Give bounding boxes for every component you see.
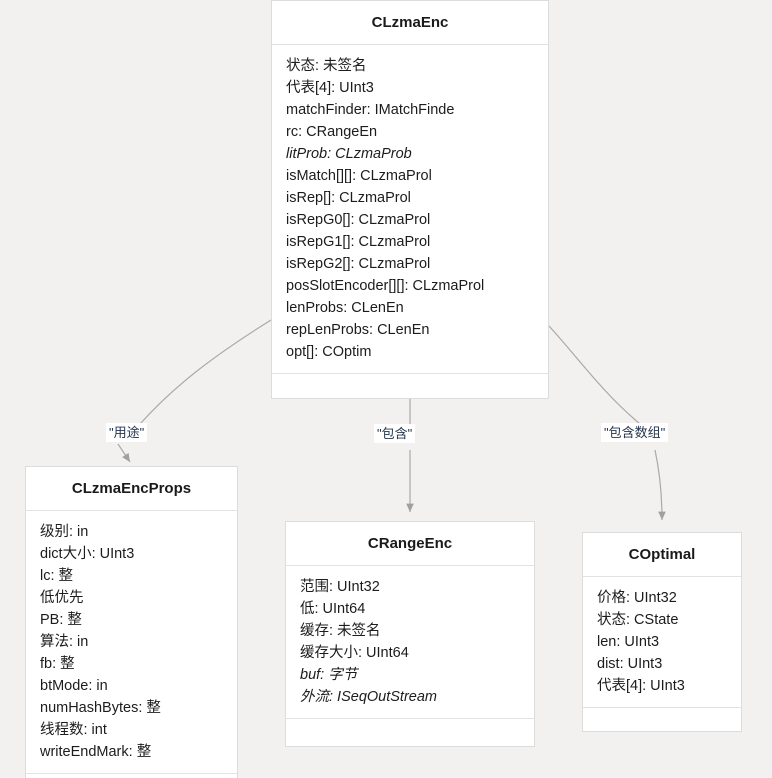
class-attribute: 范围: UInt32	[300, 579, 380, 595]
class-title-clzmaencprops: CLzmaEncProps	[26, 467, 237, 511]
class-attribute: 代表[4]: UInt3	[597, 678, 685, 694]
edge-path-contains-array	[548, 325, 641, 425]
class-attribute: isRep[]: CLzmaProl	[286, 190, 411, 206]
class-attribute: isMatch[][]: CLzmaProl	[286, 168, 432, 184]
edge-arrow-uses	[117, 443, 131, 463]
class-attribute: 代表[4]: UInt3	[286, 80, 374, 96]
class-attribute: opt[]: COptim	[286, 344, 372, 360]
class-attribute: lc: 整	[40, 568, 74, 584]
class-attribute: PB: 整	[40, 612, 82, 628]
edge-label-contains-array: "包含数组"	[601, 423, 669, 442]
class-node-crangeenc[interactable]: CRangeEnc 范围: UInt32 低: UInt64 缓存: 未签名 缓…	[285, 521, 535, 747]
class-attribute: repLenProbs: CLenEn	[286, 322, 430, 338]
class-attribute: writeEndMark: 整	[40, 744, 152, 760]
edge-label-contains: "包含"	[374, 424, 416, 443]
class-attributes-coptimal: 价格: UInt32 状态: CState len: UInt3 dist: U…	[583, 577, 741, 708]
class-attribute: 低: UInt64	[300, 601, 366, 617]
class-attributes-crangeenc: 范围: UInt32 低: UInt64 缓存: 未签名 缓存大小: UInt6…	[286, 566, 534, 719]
class-attribute: dist: UInt3	[597, 656, 663, 672]
class-title-clzmaenc: CLzmaEnc	[272, 1, 548, 45]
edge-arrow-contains-array	[654, 449, 666, 521]
class-attribute: len: UInt3	[597, 634, 660, 650]
class-attribute: lenProbs: CLenEn	[286, 300, 404, 316]
class-attributes-clzmaenc: 状态: 未签名 代表[4]: UInt3 matchFinder: IMatch…	[272, 45, 548, 374]
class-attribute: 价格: UInt32	[597, 590, 677, 606]
edge-path-uses	[139, 319, 272, 425]
class-methods-coptimal	[583, 708, 741, 731]
class-node-clzmaenc[interactable]: CLzmaEnc 状态: 未签名 代表[4]: UInt3 matchFinde…	[271, 0, 549, 399]
class-attribute: 状态: CState	[597, 612, 679, 628]
class-attribute: rc: CRangeEn	[286, 124, 378, 140]
class-attribute: 外流: ISeqOutStream	[300, 689, 437, 705]
class-attribute: btMode: in	[40, 678, 108, 694]
class-title-coptimal: COptimal	[583, 533, 741, 577]
class-attribute: posSlotEncoder[][]: CLzmaProl	[286, 278, 485, 294]
class-attribute: isRepG1[]: CLzmaProl	[286, 234, 431, 250]
class-attribute: fb: 整	[40, 656, 75, 672]
class-attribute: 状态: 未签名	[286, 58, 367, 74]
class-attribute: dict大小: UInt3	[40, 546, 135, 562]
class-node-clzmaencprops[interactable]: CLzmaEncProps 级别: in dict大小: UInt3 lc: 整…	[25, 466, 238, 778]
class-attribute: isRepG2[]: CLzmaProl	[286, 256, 431, 272]
class-attribute: matchFinder: IMatchFinde	[286, 102, 455, 118]
class-methods-clzmaencprops	[26, 774, 237, 778]
class-methods-clzmaenc	[272, 374, 548, 398]
class-attribute: 线程数: int	[40, 722, 107, 738]
class-attribute: 级别: in	[40, 524, 89, 540]
class-attribute: 算法: in	[40, 634, 89, 650]
class-methods-crangeenc	[286, 719, 534, 745]
class-attribute: litProb: CLzmaProb	[286, 146, 412, 162]
class-attributes-clzmaencprops: 级别: in dict大小: UInt3 lc: 整 低优先 PB: 整 算法:…	[26, 511, 237, 774]
class-node-coptimal[interactable]: COptimal 价格: UInt32 状态: CState len: UInt…	[582, 532, 742, 732]
class-attribute: 缓存: 未签名	[300, 623, 381, 639]
class-attribute: 低优先	[40, 590, 84, 606]
class-attribute: 缓存大小: UInt64	[300, 645, 409, 661]
class-attribute: buf: 字节	[300, 667, 358, 683]
class-title-crangeenc: CRangeEnc	[286, 522, 534, 566]
class-attribute: numHashBytes: 整	[40, 700, 161, 716]
class-attribute: isRepG0[]: CLzmaProl	[286, 212, 431, 228]
edge-label-uses: "用途"	[106, 423, 148, 442]
